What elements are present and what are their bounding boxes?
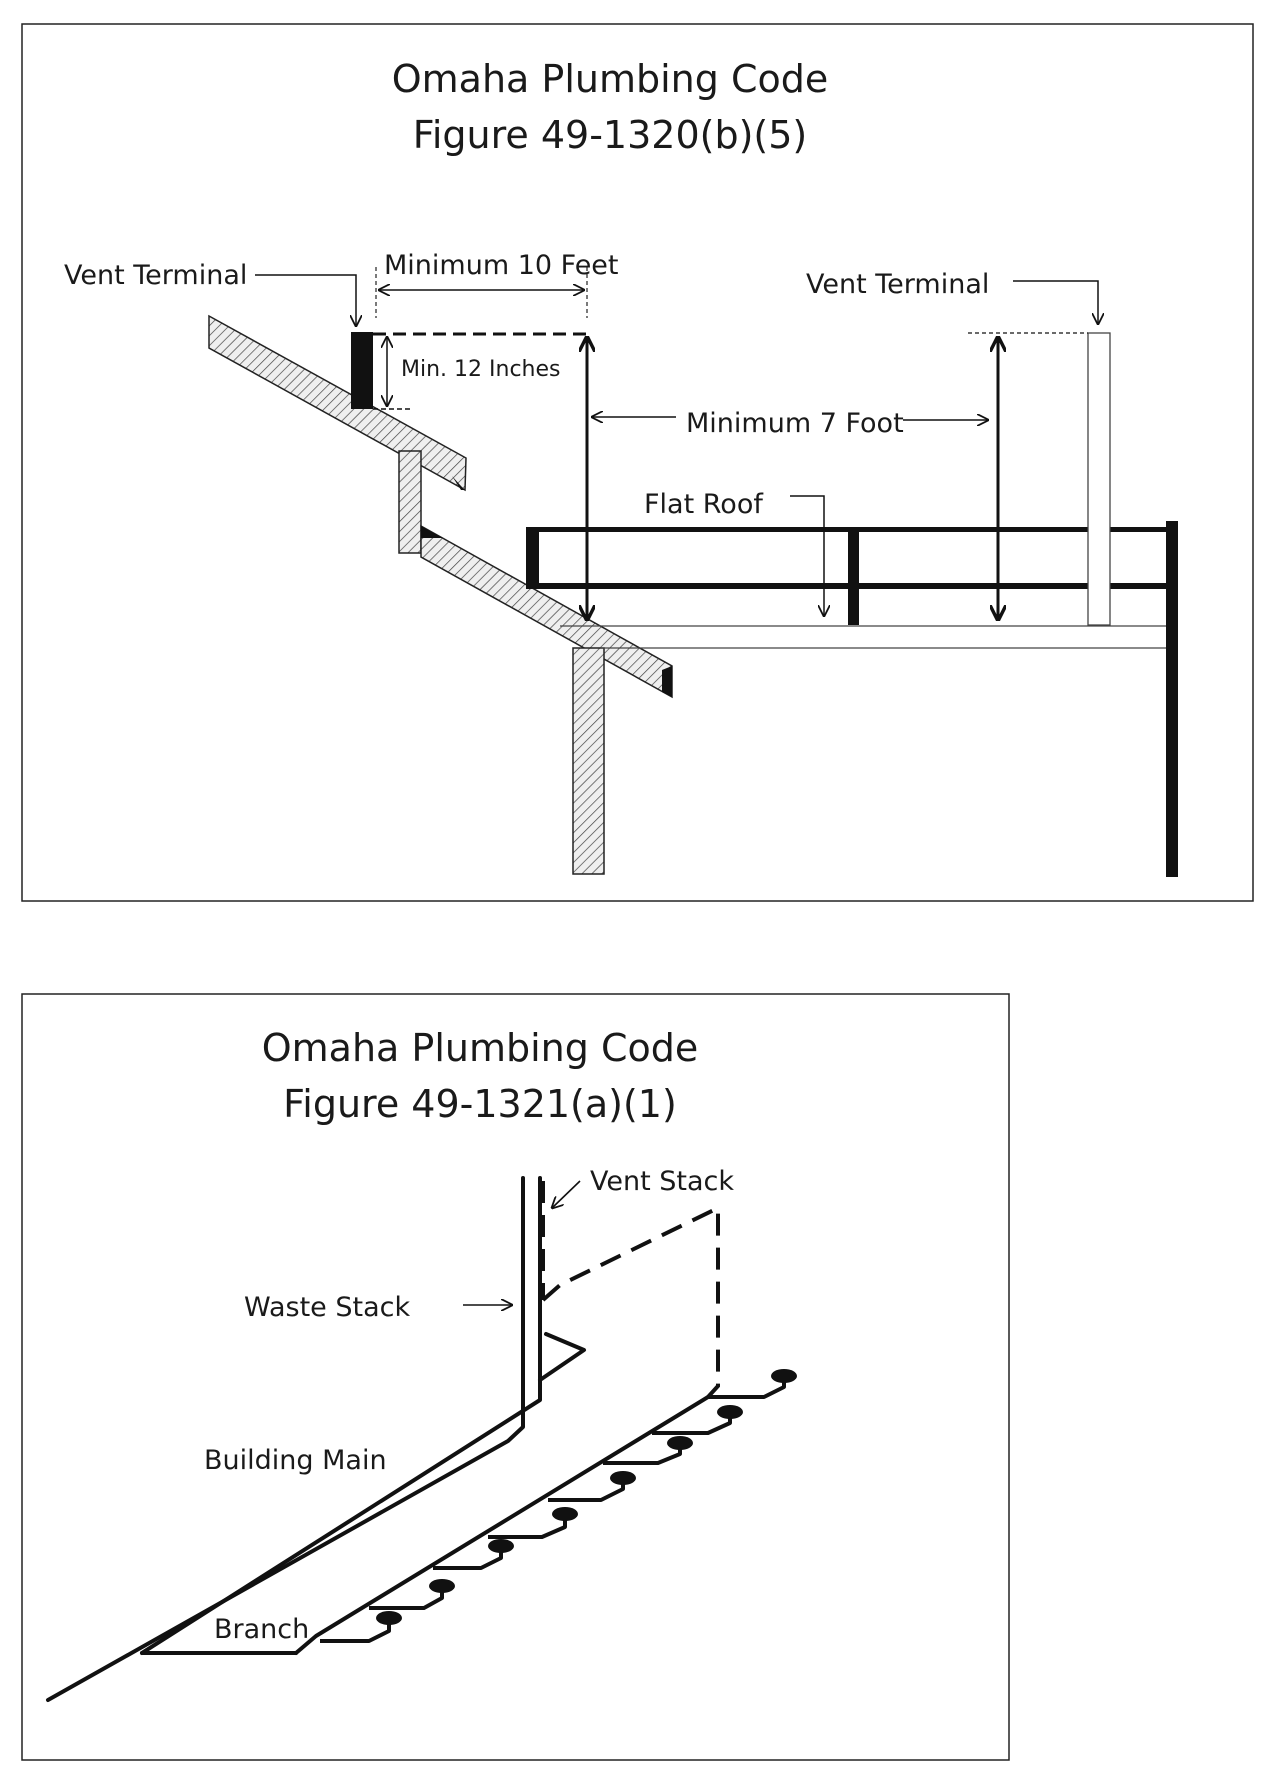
figure-2-title-line1: Omaha Plumbing Code xyxy=(262,1026,698,1070)
figure-1-title-line2: Figure 49-1320(b)(5) xyxy=(413,113,807,157)
dimension-min-12-inches: Min. 12 Inches xyxy=(373,332,588,410)
flat-roof-label: Flat Roof xyxy=(644,489,764,520)
figure-1-frame xyxy=(21,23,1254,902)
left-vent-terminal-pipe xyxy=(351,332,373,409)
figure-1321a1: Omaha Plumbing Code Figure 49-1321(a)(1) xyxy=(21,993,1010,1761)
figure-1-title-line1: Omaha Plumbing Code xyxy=(392,57,828,101)
min-7-foot-label: Minimum 7 Foot xyxy=(686,408,904,439)
dimension-min-10-feet: Minimum 10 Feet xyxy=(375,250,619,318)
dimension-min-7-foot: Minimum 7 Foot xyxy=(592,408,988,439)
building-main-label: Building Main xyxy=(204,1445,387,1476)
figure-2-title-line2: Figure 49-1321(a)(1) xyxy=(283,1082,677,1126)
vent-stack-dashed xyxy=(541,1181,720,1399)
min-12-inches-label: Min. 12 Inches xyxy=(401,357,560,382)
vent-stack-label: Vent Stack xyxy=(590,1166,734,1197)
vent-stack-callout: Vent Stack xyxy=(552,1166,734,1208)
vent-terminal-left-label: Vent Terminal xyxy=(64,260,247,291)
min-10-feet-label: Minimum 10 Feet xyxy=(384,250,619,281)
flat-roof-structure xyxy=(526,332,1178,877)
vent-terminal-right-callout: Vent Terminal xyxy=(806,269,1098,324)
branch-label: Branch xyxy=(214,1614,309,1645)
waste-stack-label: Waste Stack xyxy=(244,1292,410,1323)
figure-1320b5: Omaha Plumbing Code Figure 49-1320(b)(5) xyxy=(21,23,1254,902)
vent-terminal-left-callout: Vent Terminal xyxy=(64,260,356,326)
building-main-pipe xyxy=(46,1176,710,1702)
pitched-roof xyxy=(208,314,673,875)
figure-2-frame xyxy=(21,993,1010,1761)
waste-stack-callout: Waste Stack xyxy=(244,1292,512,1323)
fixture-heads xyxy=(376,1369,797,1625)
vent-terminal-right-label: Vent Terminal xyxy=(806,269,989,300)
flat-roof-callout: Flat Roof xyxy=(644,489,824,616)
